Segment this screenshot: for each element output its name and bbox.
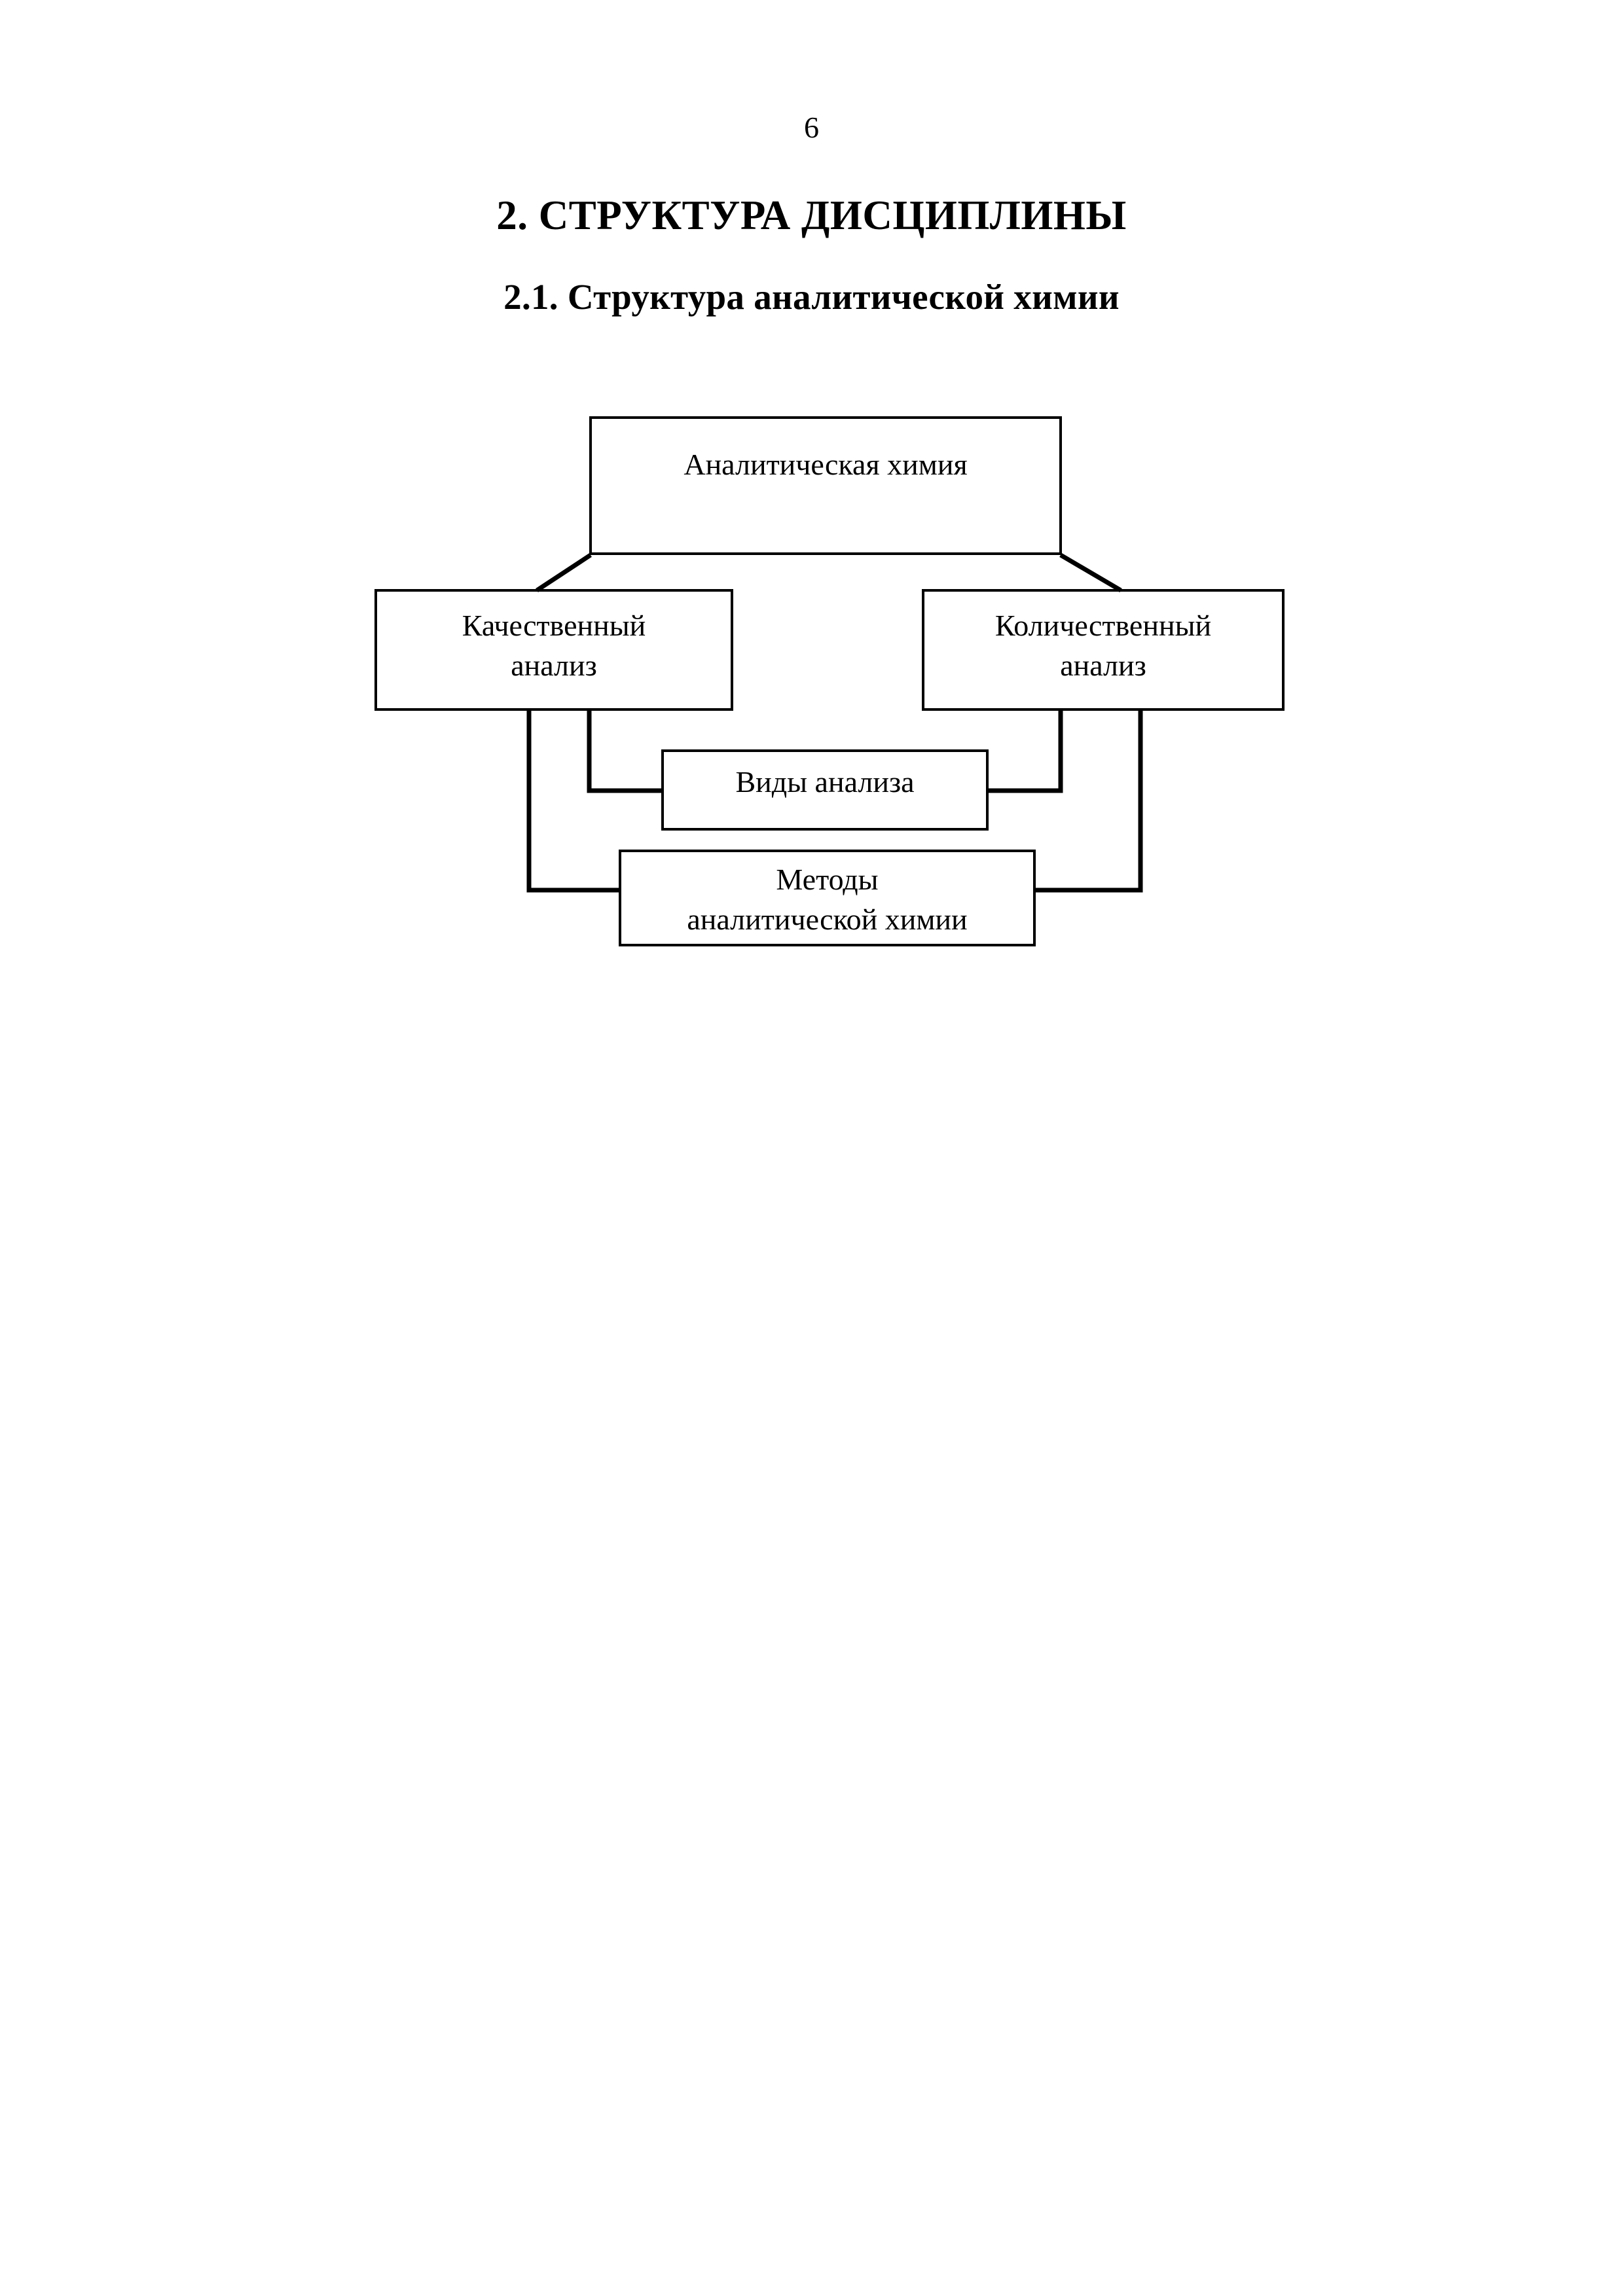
node-kinds-of-analysis-label: Виды анализа xyxy=(735,765,915,798)
section-heading: 2. СТРУКТУРА ДИСЦИПЛИНЫ xyxy=(496,192,1127,238)
node-analytical-chemistry: Аналитическая химия xyxy=(589,416,1062,555)
node-qualitative-analysis-label: Качественный анализ xyxy=(462,609,646,682)
node-quantitative-analysis-label: Количественный анализ xyxy=(994,609,1212,682)
edge-quantitative-to-methods xyxy=(1034,711,1143,893)
page-number: 6 xyxy=(804,111,819,144)
node-qualitative-analysis: Качественный анализ xyxy=(374,589,733,711)
structure-diagram: Аналитическая химия Качественный анализ … xyxy=(327,393,1309,982)
edge-root-to-qualitative xyxy=(536,553,592,592)
node-methods-of-analytical-chemistry: Методы аналитической химии xyxy=(619,850,1036,946)
diagram-connectors xyxy=(526,552,1143,893)
node-kinds-of-analysis: Виды анализа xyxy=(661,749,989,831)
edge-root-to-quantitative xyxy=(1059,552,1122,593)
node-analytical-chemistry-label: Аналитическая химия xyxy=(684,448,968,481)
edge-qualitative-to-methods xyxy=(526,711,620,893)
node-quantitative-analysis: Количественный анализ xyxy=(922,589,1285,711)
edge-quantitative-to-kinds xyxy=(987,711,1063,793)
node-methods-of-analytical-chemistry-label: Методы аналитической химии xyxy=(687,863,968,936)
edge-qualitative-to-kinds xyxy=(587,711,663,793)
subsection-heading: 2.1. Структура аналитической химии xyxy=(503,277,1120,317)
